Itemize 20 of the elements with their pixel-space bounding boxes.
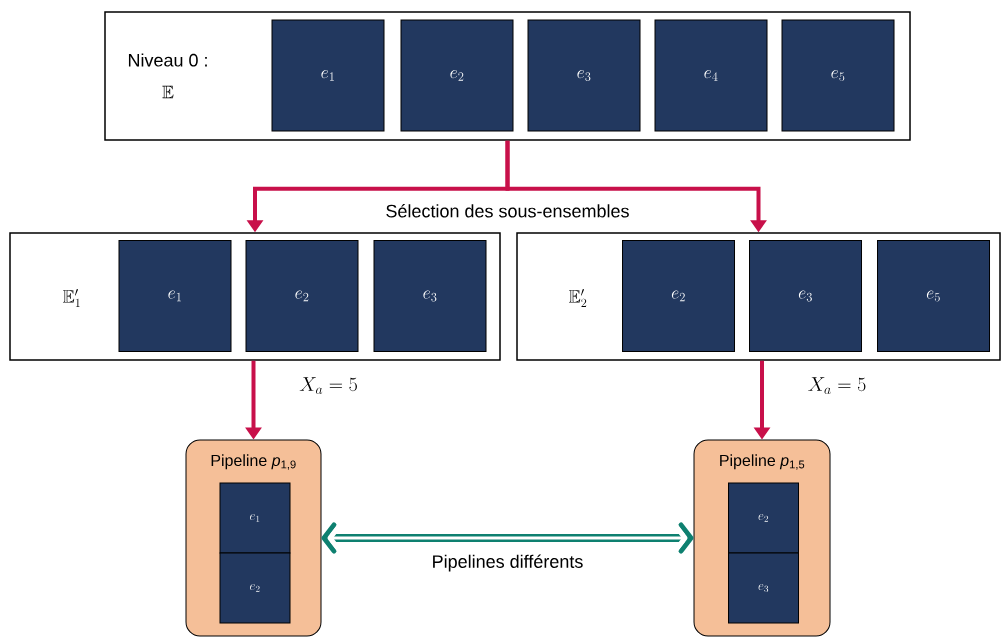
element-square: $e_5$ bbox=[781, 19, 895, 132]
edge-label: Sélection des sous-ensembles bbox=[384, 203, 631, 219]
edge-label: $X_a = 5$ bbox=[298, 376, 359, 395]
edge-label: $X_a = 5$ bbox=[806, 376, 868, 395]
arrow bbox=[321, 522, 694, 554]
element-square: $e_3$ bbox=[728, 552, 799, 624]
element-square: $e_1$ bbox=[271, 19, 385, 132]
element-square: $e_2$ bbox=[245, 240, 359, 352]
element-square: $e_1$ bbox=[118, 240, 232, 352]
element-square: $e_2$ bbox=[622, 240, 735, 352]
element-square: $e_3$ bbox=[527, 19, 641, 132]
element-square: $e_2$ bbox=[728, 482, 799, 554]
element-square: $e_5$ bbox=[877, 240, 990, 352]
element-square: $e_3$ bbox=[373, 240, 487, 352]
element-square: $e_2$ bbox=[400, 19, 514, 132]
element-square: $e_4$ bbox=[654, 19, 768, 132]
edge-label: Pipelines différents bbox=[430, 553, 585, 573]
element-square: $e_2$ bbox=[219, 552, 291, 624]
element-square: $e_3$ bbox=[749, 240, 862, 352]
element-square: $e_1$ bbox=[219, 482, 291, 554]
